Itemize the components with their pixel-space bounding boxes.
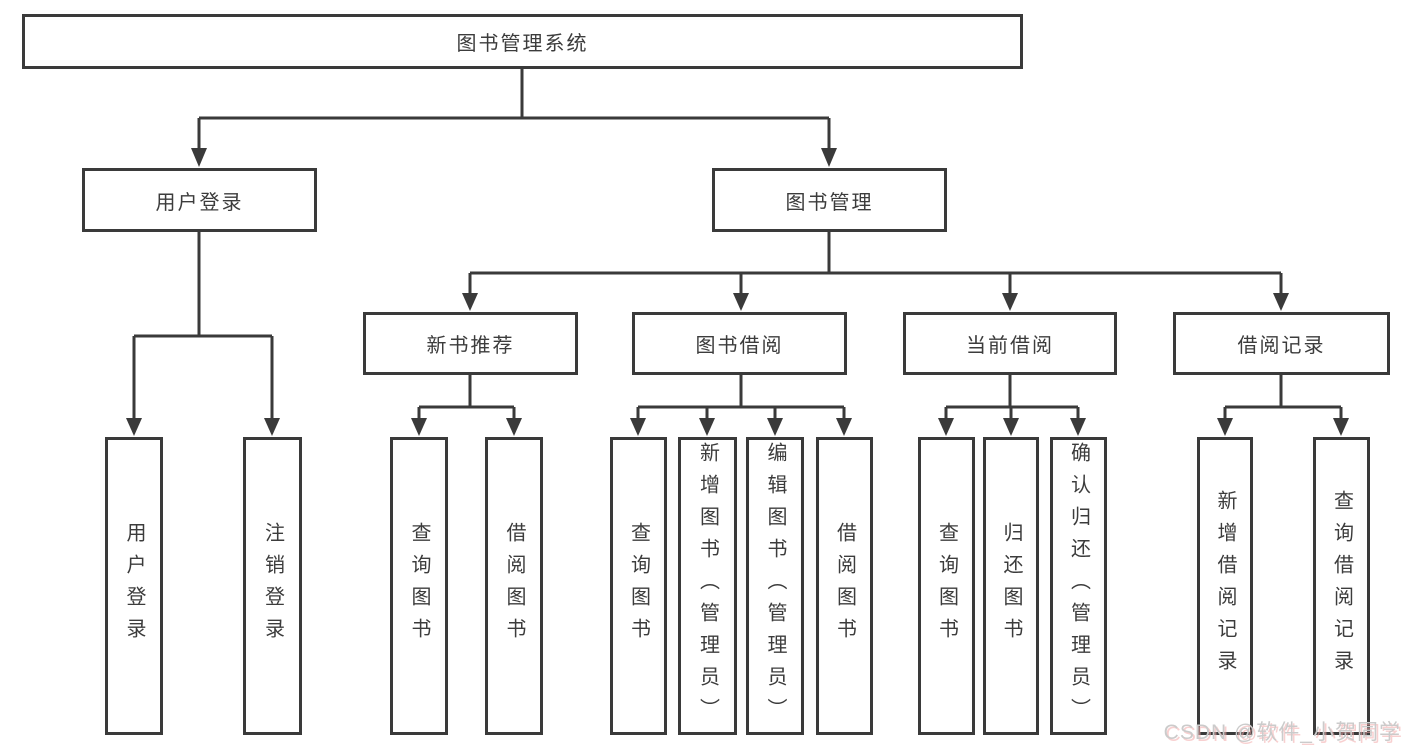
- leaf-user-login: 用户登录: [105, 437, 163, 735]
- node-label: 图书管理: [785, 191, 874, 214]
- node-label: 查询图书: [408, 522, 430, 650]
- connector-login-to-leaves: [132, 232, 274, 421]
- connector-newbook-to-leaves: [417, 375, 516, 421]
- node-label: 新增图书（管理员）: [696, 442, 719, 730]
- node-label: 用户登录: [123, 522, 145, 650]
- leaf-borrow-books: 借阅图书: [816, 437, 873, 735]
- leaf-query-borrow-record: 查询借阅记录: [1313, 437, 1370, 735]
- node-book-management: 图书管理: [712, 168, 947, 232]
- leaf-add-book-admin: 新增图书（管理员）: [678, 437, 737, 735]
- node-label: 图书借阅: [695, 335, 784, 357]
- leaf-logout: 注销登录: [243, 437, 302, 735]
- leaf-return-book: 归还图书: [983, 437, 1039, 735]
- node-label: 归还图书: [1000, 522, 1022, 650]
- leaf-add-borrow-record: 新增借阅记录: [1197, 437, 1253, 735]
- node-label: 注销登录: [261, 522, 284, 650]
- node-new-book-recommend: 新书推荐: [363, 312, 578, 375]
- node-user-login: 用户登录: [82, 168, 317, 232]
- leaf-borrow-books-recommend: 借阅图书: [485, 437, 543, 735]
- connector-borrow-to-leaves: [636, 375, 846, 421]
- connector-mgmt-to-level3: [468, 232, 1283, 295]
- node-label: 确认归还（管理员）: [1067, 442, 1090, 730]
- node-label: 新增借阅记录: [1214, 490, 1236, 682]
- node-label: 新书推荐: [426, 335, 515, 357]
- node-label: 借阅图书: [833, 522, 856, 650]
- node-label: 用户登录: [155, 191, 244, 214]
- leaf-query-books-borrow: 查询图书: [610, 437, 667, 735]
- node-current-borrowing: 当前借阅: [903, 312, 1117, 375]
- node-borrow-records: 借阅记录: [1173, 312, 1390, 375]
- connector-records-to-leaves: [1223, 375, 1343, 421]
- node-label: 图书管理系统: [456, 33, 589, 55]
- connector-current-to-leaves: [944, 375, 1080, 421]
- node-book-borrowing: 图书借阅: [632, 312, 847, 375]
- node-root-library-system: 图书管理系统: [22, 14, 1023, 69]
- leaf-confirm-return-admin: 确认归还（管理员）: [1050, 437, 1107, 735]
- leaf-query-books-current: 查询图书: [918, 437, 975, 735]
- leaf-query-books-recommend: 查询图书: [390, 437, 448, 735]
- node-label: 当前借阅: [966, 335, 1054, 357]
- node-label: 借阅图书: [503, 522, 525, 650]
- node-label: 查询借阅记录: [1330, 490, 1353, 682]
- leaf-edit-book-admin: 编辑图书（管理员）: [746, 437, 804, 735]
- node-label: 查询图书: [935, 522, 958, 650]
- connector-root-to-level2: [197, 67, 831, 150]
- node-label: 查询图书: [627, 522, 650, 650]
- node-label: 编辑图书（管理员）: [764, 442, 786, 730]
- node-label: 借阅记录: [1237, 335, 1326, 357]
- csdn-watermark: CSDN @软件_小贺同学: [1163, 721, 1401, 744]
